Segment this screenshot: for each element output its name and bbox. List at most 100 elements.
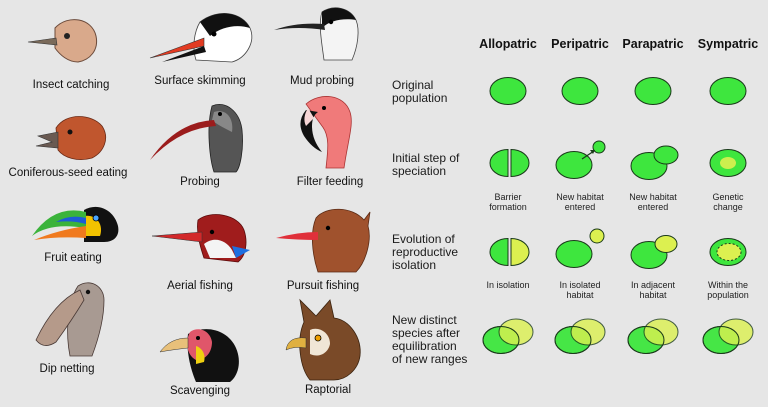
population-right-half [510, 148, 530, 178]
eye-shape [67, 129, 73, 135]
caption-line: entered [564, 202, 596, 212]
throat-shape [204, 239, 236, 258]
caption-line: New habitat [556, 192, 604, 202]
new-habitat-patch [592, 140, 606, 154]
pursuit-fishing-bird-head [276, 208, 371, 273]
beak-shape [27, 37, 58, 46]
beak-stripe-shape [56, 216, 86, 224]
caption-line: Genetic [712, 192, 744, 202]
new-species-peripatric [554, 318, 606, 354]
row-header-new-species: New distinct species after equilibration… [392, 314, 467, 366]
insect-catching-bird-head [27, 19, 98, 63]
beak-label-aerial-fishing: Aerial fishing [167, 280, 233, 292]
row-header-line: population [392, 91, 448, 105]
sympatric-genetic-change [709, 149, 747, 177]
beak-label-insect-catching: Insect catching [32, 79, 110, 91]
beak-label-fruit-eating: Fruit eating [44, 252, 102, 264]
beak-shape [151, 231, 203, 243]
adjacent-population [654, 235, 678, 253]
row-header-line: reproductive [392, 245, 459, 259]
peripatric-new-habitat-entered [555, 140, 606, 179]
cap-shape [322, 7, 356, 28]
eye-shape [209, 229, 215, 235]
beak-label-dip-netting: Dip netting [39, 363, 95, 375]
beak-label-probing: Probing [180, 176, 220, 188]
hooked-beak-shape [159, 337, 189, 353]
row-header-line: Initial step of [392, 151, 460, 165]
column-header-allopatric: Allopatric [479, 37, 537, 51]
head-shape [55, 116, 106, 160]
beak-label-surface-skimming: Surface skimming [154, 75, 246, 87]
eye-shape [322, 106, 326, 110]
fruit-eating-bird-head [32, 206, 119, 242]
beak-label-mud-probing: Mud probing [290, 75, 354, 87]
bare-head-shape [187, 329, 212, 360]
caption-line: Barrier [494, 192, 522, 202]
sympatric-within-population [709, 238, 747, 266]
crested-head-shape [312, 208, 371, 273]
caption-line: formation [489, 202, 527, 212]
wattle-shape [196, 346, 205, 364]
hooked-beak-shape [285, 337, 307, 351]
row-header-original-population: Original population [392, 79, 447, 105]
coniferous-seed-eating-bird-head [35, 116, 106, 160]
new-species-parapatric [627, 318, 679, 354]
adjacent-population [653, 145, 679, 165]
caption-line: population [707, 290, 749, 300]
row-header-reproductive-isolation: Evolution of reproductive isolation [392, 233, 458, 272]
eye-shape [196, 336, 200, 340]
raptorial-bird-head [285, 298, 361, 381]
lower-beak-shape [162, 46, 206, 62]
eye-shape [85, 289, 91, 295]
caption-line: In adjacent [630, 280, 676, 290]
caption-allopatric-isolation: In isolation [472, 280, 544, 290]
caption-peripatric-isolation: In isolated habitat [544, 280, 616, 300]
beak-label-scavenging: Scavenging [169, 385, 231, 397]
species-a-outline [627, 326, 665, 354]
species-a-outline [554, 326, 592, 354]
caption-parapatric-isolation: In adjacent habitat [617, 280, 689, 300]
cap-shape [200, 13, 250, 36]
probing-bird-head [150, 104, 243, 173]
caption-line: In isolated [559, 280, 601, 290]
row-header-line: speciation [392, 164, 447, 178]
allopatric-in-isolation [489, 237, 530, 267]
caption-sympatric-step: Genetic change [692, 192, 764, 212]
pouch-beak-shape [35, 289, 85, 346]
parapatric-in-adjacent-habitat [630, 235, 678, 269]
row-header-line: Evolution of [392, 232, 455, 246]
beak-label-pursuit-fishing: Pursuit fishing [286, 280, 360, 292]
row-header-line: equilibration [392, 339, 457, 353]
aerial-fishing-bird-head [151, 214, 250, 263]
caption-line: habitat [639, 290, 667, 300]
head-neck-shape [305, 96, 352, 169]
beak-label-coniferous-seed-eating: Coniferous-seed eating [8, 167, 128, 179]
column-header-peripatric: Peripatric [551, 37, 609, 51]
row-header-line: species after [392, 326, 461, 340]
caption-line: In isolation [486, 280, 530, 290]
dip-netting-bird-head [35, 282, 105, 357]
curved-beak-shape [150, 120, 216, 160]
column-header-parapatric: Parapatric [622, 37, 684, 51]
caption-peripatric-step: New habitat entered [544, 192, 616, 212]
caption-line: change [713, 202, 743, 212]
population-left-half [489, 148, 509, 178]
eye-shape [328, 19, 334, 25]
beak-label-raptorial: Raptorial [304, 384, 352, 396]
caption-parapatric-step: New habitat entered [617, 192, 689, 212]
face-shape [212, 111, 233, 132]
population-left-half [489, 237, 509, 267]
main-population [555, 240, 593, 268]
row-header-line: of new ranges [392, 352, 468, 366]
population-right-half [510, 237, 530, 267]
new-species-sympatric [702, 318, 754, 354]
mud-probing-bird-head [274, 7, 359, 61]
surface-skimming-bird-head [149, 13, 253, 63]
beak-shape [276, 232, 318, 240]
eye-shape [325, 225, 331, 231]
species-a-outline [482, 326, 520, 354]
row-header-line: isolation [392, 258, 437, 272]
eye-shape [314, 334, 322, 342]
